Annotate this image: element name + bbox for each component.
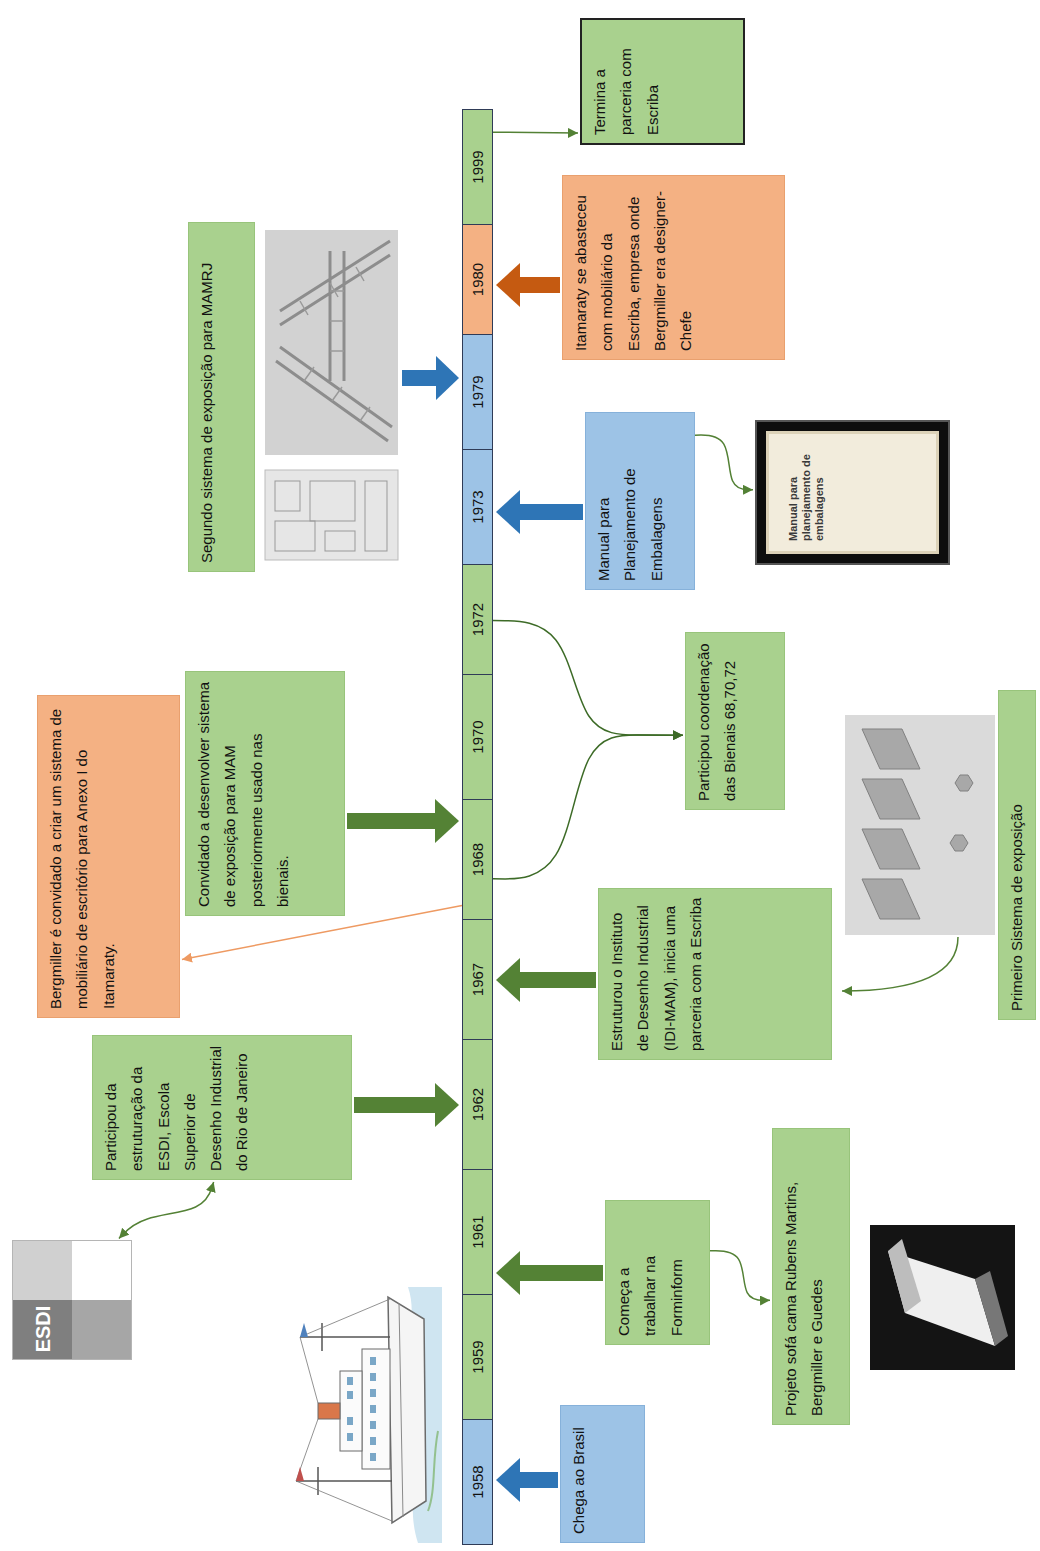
year-label: 1958 (469, 1465, 487, 1498)
connector-line (695, 435, 753, 490)
timeline-arrow (354, 1097, 436, 1113)
year-cell: 1968 (462, 799, 493, 920)
event-box: Participou coordenação das Bienais 68,70… (685, 632, 785, 810)
event-box: Manual para Planejamento de Embalagens (585, 412, 695, 590)
year-cell: 1962 (462, 1039, 493, 1170)
connector-line (493, 621, 683, 736)
event-box: Chega ao Brasil (560, 1405, 645, 1543)
timeline-arrow (519, 972, 596, 988)
connector-line (493, 131, 578, 133)
year-cell: 1961 (462, 1169, 493, 1295)
event-box: Termina a parceria com Escriba (580, 18, 745, 145)
event-text: Chega ao Brasil (566, 1414, 592, 1534)
timeline-arrow (347, 813, 436, 829)
year-label: 1962 (469, 1088, 487, 1121)
event-box: Convidado a desenvolver sistema de expos… (185, 671, 345, 916)
event-text: Começa a trabalhar na Forminform (611, 1209, 690, 1336)
event-box: Bergmiller é convidado a criar um sistem… (37, 695, 180, 1018)
year-cell: 1973 (462, 449, 493, 565)
year-label: 1967 (469, 963, 487, 996)
event-box: Segundo sistema de exposição para MAMRJ (188, 222, 255, 572)
timeline-arrow (519, 1472, 558, 1488)
event-text: Bergmiller é convidado a criar um sistem… (43, 704, 122, 1009)
exhibition-plan (265, 470, 398, 560)
connector-line (119, 1182, 214, 1239)
connector-line (493, 735, 683, 879)
block-arrow (402, 370, 436, 386)
event-box: Primeiro Sistema de exposição (998, 690, 1036, 1020)
event-text: Manual para Planejamento de Embalagens (591, 421, 670, 581)
block-arrow-head (436, 356, 459, 400)
exhibition-photo (845, 715, 995, 935)
timeline-arrow (519, 504, 583, 520)
year-label: 1961 (469, 1215, 487, 1248)
event-box: Participou da estruturação da ESDI, Esco… (92, 1035, 352, 1180)
year-label: 1980 (469, 263, 487, 296)
event-text: Participou coordenação das Bienais 68,70… (691, 641, 744, 801)
event-text: Termina a parceria com Escriba (587, 28, 666, 135)
logo-text: ESDI (13, 1299, 73, 1359)
year-label: 1970 (469, 720, 487, 753)
year-label: 1959 (469, 1340, 487, 1373)
exhibition-photo (265, 230, 398, 455)
timeline-arrow (519, 277, 560, 293)
event-text: Estruturou o Instituto de Desenho Indust… (604, 897, 709, 1051)
year-cell: 1958 (462, 1419, 493, 1545)
cover-title: Manual para planejamento de embalagens (766, 431, 939, 554)
year-label: 1999 (469, 150, 487, 183)
timeline-arrow (519, 1265, 603, 1281)
event-text: Primeiro Sistema de exposição (1004, 699, 1030, 1011)
connector-line (710, 1251, 770, 1301)
year-label: 1972 (469, 603, 487, 636)
year-cell: 1999 (462, 109, 493, 225)
event-box: Estruturou o Instituto de Desenho Indust… (598, 888, 832, 1060)
ship-illustration (296, 1287, 442, 1543)
year-label: 1973 (469, 490, 487, 523)
year-cell: 1967 (462, 919, 493, 1040)
book-cover: Manual para planejamento de embalagens (755, 420, 950, 565)
event-text: Itamaraty se abasteceu com mobiliário da… (568, 184, 699, 351)
year-cell: 1972 (462, 564, 493, 675)
year-cell: 1970 (462, 674, 493, 800)
year-label: 1968 (469, 843, 487, 876)
esdi-logo: ESDI (12, 1240, 132, 1360)
year-cell: 1979 (462, 334, 493, 450)
leader-arrow (842, 937, 958, 991)
sofa-photo (870, 1225, 1015, 1370)
event-text: Convidado a desenvolver sistema de expos… (191, 680, 296, 907)
event-box: Começa a trabalhar na Forminform (605, 1200, 710, 1345)
event-text: Participou da estruturação da ESDI, Esco… (98, 1044, 256, 1171)
event-text: Projeto sofá cama Rubens Martins, Bergmi… (778, 1137, 831, 1416)
year-cell: 1980 (462, 224, 493, 335)
event-box: Itamaraty se abasteceu com mobiliário da… (562, 175, 785, 360)
event-box: Projeto sofá cama Rubens Martins, Bergmi… (772, 1128, 850, 1425)
year-cell: 1959 (462, 1294, 493, 1420)
event-text: Segundo sistema de exposição para MAMRJ (194, 231, 220, 563)
year-label: 1979 (469, 375, 487, 408)
